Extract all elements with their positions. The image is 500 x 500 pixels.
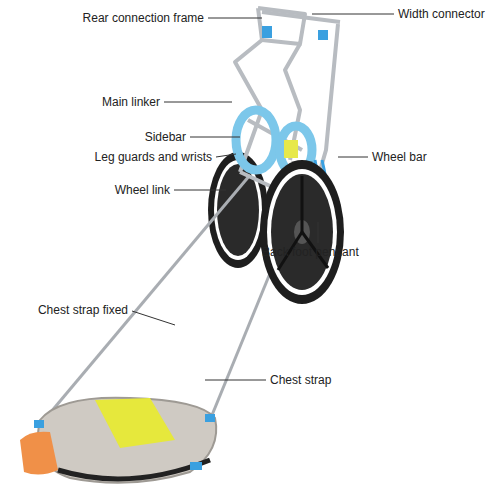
part-label: Wheel bar [372,150,427,164]
part-label: Back foot pendant [262,245,359,259]
front-wheel [260,160,344,304]
part-label: Width connector [398,7,485,21]
long-rods [40,175,300,425]
part-label: Sidebar [145,130,186,144]
part-label: Wheel link [115,183,170,197]
part-label: Chest strap fixed [38,303,128,317]
part-label: Main linker [102,95,160,109]
part-label: Leg guards and wrists [95,150,212,164]
chest-harness [20,398,216,483]
part-label: Rear connection frame [83,11,204,25]
part-label: Chest strap [270,373,331,387]
leader-lines [132,14,394,380]
